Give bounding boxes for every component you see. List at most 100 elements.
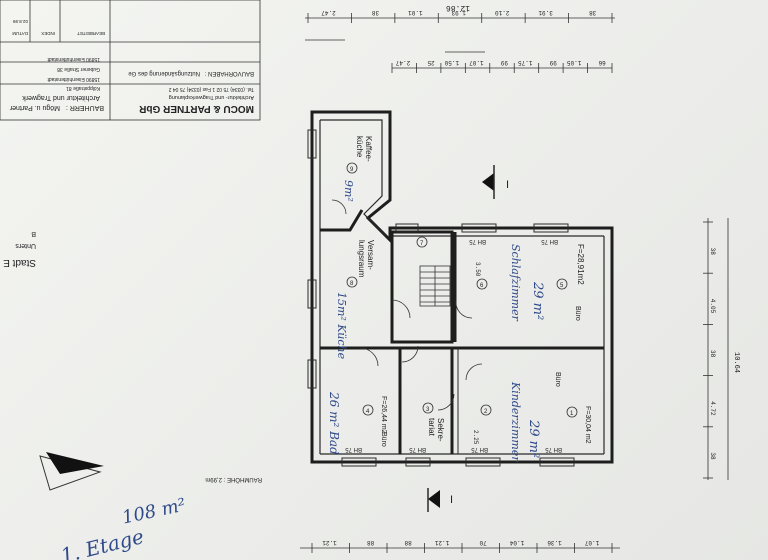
top-dim-2-label: 1.50: [444, 59, 459, 66]
window-label: BH 75: [469, 238, 486, 244]
section-marker-top: I: [482, 165, 509, 199]
right-dim-label: 4.72: [709, 401, 716, 416]
top-dim-2-label: 1.05: [567, 59, 582, 66]
room-9-number: 9: [350, 167, 354, 173]
top-dim-1-label: 2.47: [321, 9, 336, 16]
room-1-area-printed: F=30,04 m2: [584, 406, 591, 444]
window-labels: BH 75 BH 75 BH 75 BH 75 BH 75 BH 75: [345, 238, 562, 452]
room-4: 4 F=26,44 m2 Büro 26 m² Bad: [327, 391, 387, 455]
right-dim-label: 4.05: [709, 299, 716, 314]
room-2-number: 2: [484, 409, 488, 415]
top-dim-2-label: 1.07: [469, 59, 484, 66]
title-block: MOCU & PARTNER GbR Architektur- und Trag…: [0, 0, 261, 121]
top-dim-1-label: 1.93: [451, 9, 466, 16]
bottom-dim-label: 88: [404, 539, 412, 546]
room-6-number: 6: [480, 283, 484, 289]
room-6: 6 3.50 Schlafzimmer: [474, 244, 522, 322]
vorhaben-line2: Gubener Straße 38: [57, 66, 100, 72]
window-label: BH 75: [545, 446, 562, 452]
left-stamp-text3: B: [31, 230, 36, 237]
right-total-dimension: 10.64: [732, 352, 740, 373]
room-9-name: Kaffee-küche: [355, 136, 373, 162]
room-4-number: 4: [366, 409, 370, 415]
floor-plan-walls: [307, 110, 614, 467]
top-dim-1-label: 3.91: [538, 9, 553, 16]
room-6-dimension: 3.50: [474, 262, 481, 277]
col-index: INDEX: [41, 31, 55, 36]
bauherr-name: Mögu u. Partner: [9, 104, 60, 111]
window-label: BH 75: [345, 446, 362, 452]
window-label: BH 75: [471, 446, 488, 452]
section-marker-bottom: I: [427, 488, 453, 512]
room-1-handwritten-area: 29 m²: [526, 419, 541, 458]
vorhaben-text: Nutzungsänderung des Ge: [128, 70, 200, 76]
window-label: BH 75: [541, 238, 558, 244]
room-8-number: 8: [350, 281, 354, 287]
bottom-dim-label: 1.21: [322, 539, 337, 546]
left-stamp-text: Stadt E: [3, 257, 36, 268]
top-dim-1-label: 38: [589, 9, 597, 16]
right-dim-label: 38: [709, 248, 716, 256]
room-3-name: Sekre-tariat: [427, 418, 445, 442]
right-dimension-chain: 38 4.05 38 4.72 38 10.64: [703, 218, 740, 480]
bottom-dim-label: 1.07: [584, 539, 599, 546]
right-dim-label: 38: [709, 350, 716, 358]
bottom-dim-label: 1.21: [434, 539, 449, 546]
room-4-area-printed: F=26,44 m2: [380, 396, 387, 434]
room-2-dimension: 2.25: [472, 430, 479, 445]
right-dim-label: 38: [709, 452, 716, 460]
room-2-handwritten-name: Kinderzimmer: [509, 381, 522, 462]
top-total-dimension: 12.86: [446, 3, 470, 12]
room-7: 7: [416, 236, 428, 248]
room-9-handwritten-area: 9m²: [342, 180, 355, 202]
room-5: 5 F=28,91m2 Büro 29 m²: [530, 244, 585, 321]
bottom-dim-label: 1.36: [547, 539, 562, 546]
room-9: 9 Kaffee-küche 9m²: [342, 136, 373, 202]
room-1-number: 1: [570, 411, 574, 417]
north-arrow-fill: [46, 452, 104, 474]
room-3: 3 Sekre-tariat: [422, 402, 445, 442]
room-3-number: 3: [426, 407, 430, 413]
room-4-name: Büro: [380, 432, 387, 447]
top-dim-1-label: 1.01: [408, 9, 423, 16]
vorhaben-line3: 15890 Eisenhüttenstadt: [47, 56, 100, 62]
room-7-number: 7: [420, 241, 424, 247]
bottom-dim-label: 1.04: [509, 539, 524, 546]
bauherr-line4: 15890 Eisenhüttenstadt: [47, 76, 100, 82]
top-dimension-chain-1: 2.47 38 1.01 1.93 2.10 3.91 38 12.86: [305, 3, 615, 23]
room-height-note: RAUMHÖHE : 2,99m: [205, 476, 262, 483]
firm-name: MOCU & PARTNER GbR: [138, 103, 254, 114]
room-4-handwritten-area: 26 m² Bad: [327, 391, 341, 455]
col-datum: DATUM: [12, 31, 28, 36]
bauherr-label: BAUHERR :: [66, 104, 104, 111]
vorhaben-label: BAUVORHABEN :: [204, 70, 254, 76]
staircase: [419, 265, 451, 307]
room-1-name: Büro: [554, 372, 561, 387]
bauherr-line3: Kölppstraße 81: [66, 85, 100, 91]
room-5-area-printed: F=28,91m2: [576, 244, 585, 285]
room-5-number: 5: [560, 283, 564, 289]
top-dim-1-label: 38: [372, 9, 380, 16]
section-label-top: I: [506, 179, 509, 191]
datum-value: 02.8.99: [12, 19, 28, 24]
bottom-dim-label: 88: [367, 539, 375, 546]
top-dim-2-label: 66: [598, 59, 606, 66]
top-dim-2-label: 2.47: [395, 59, 410, 66]
top-dim-2-label: 1.75: [518, 59, 533, 66]
room-8-name: Versam-lungsraum: [357, 240, 375, 278]
title-block-frame: [0, 0, 261, 121]
room-8-handwritten-area: 15m² Küche: [335, 292, 348, 360]
bauherr-line2: Architektur und Tragwerk: [22, 94, 100, 101]
firm-subtitle: Architektur- und Tragwerksplanung: [169, 94, 254, 100]
handwritten-floor-label: 1. Etage: [58, 524, 146, 560]
room-2: 2 2.25 Kinderzimmer: [472, 381, 522, 462]
col-bearbeitet: BEARBEITET: [77, 31, 105, 36]
left-stamp-text2: Unters: [15, 242, 36, 249]
top-dim-1-label: 2.10: [495, 9, 510, 16]
handwritten-total-area: 108 m²: [120, 495, 187, 529]
firm-address: Tel. (0334) 75 02 1 Fax (0334) 75 04 2: [168, 86, 254, 92]
